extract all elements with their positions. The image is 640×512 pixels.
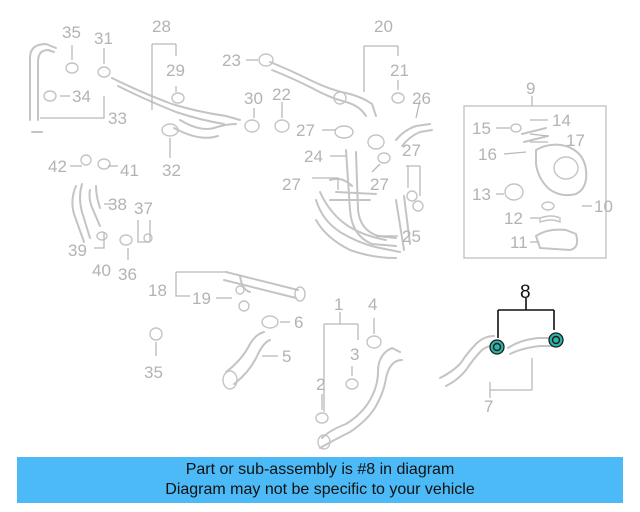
callout-24: 24 (304, 147, 323, 166)
hose-clamp-left[interactable] (489, 339, 505, 355)
callout-10: 10 (594, 197, 613, 216)
part-pipes-38-42 (70, 154, 153, 260)
highlighted-part-8[interactable] (489, 298, 564, 355)
callout-40: 40 (92, 261, 111, 280)
callout-5: 5 (282, 347, 291, 366)
callout-16: 16 (478, 145, 497, 164)
callout-35-top: 35 (62, 23, 81, 42)
callout-12: 12 (504, 209, 523, 228)
callout-3: 3 (350, 345, 359, 364)
callout-6: 6 (294, 313, 303, 332)
callout-34: 34 (72, 87, 91, 106)
callout-19: 19 (192, 289, 211, 308)
callout-21: 21 (390, 61, 409, 80)
callout-1: 1 (334, 295, 343, 314)
callout-8-highlighted[interactable]: 8 (520, 282, 531, 303)
callout-27-c: 27 (370, 175, 389, 194)
callout-18: 18 (148, 281, 167, 300)
callout-30: 30 (244, 89, 263, 108)
callout-20: 20 (374, 17, 393, 36)
callout-23: 23 (222, 51, 241, 70)
part-clamps-22-30 (244, 102, 290, 133)
callout-39: 39 (68, 241, 87, 260)
callout-7: 7 (484, 397, 493, 416)
callout-9: 9 (526, 79, 535, 98)
callout-31: 31 (94, 29, 113, 48)
callout-27-d: 27 (402, 141, 421, 160)
callout-27-a: 27 (296, 121, 315, 140)
callout-41: 41 (120, 161, 139, 180)
parts-diagram: 35 31 28 29 34 33 32 23 30 22 20 21 26 2… (29, 17, 613, 450)
callout-13: 13 (472, 185, 491, 204)
part-assembly-9 (463, 96, 607, 259)
callout-15: 15 (472, 119, 491, 138)
callout-28: 28 (152, 17, 171, 36)
banner-line-2: Diagram may not be specific to your vehi… (165, 481, 475, 498)
callout-22: 22 (272, 85, 291, 104)
part-hose-20 (246, 45, 433, 147)
callout-11: 11 (510, 233, 528, 252)
info-banner: Part or sub-assembly is #8 in diagram Di… (17, 457, 623, 503)
callout-17: 17 (566, 131, 585, 150)
part-pipes-25 (312, 125, 424, 259)
callout-33: 33 (108, 109, 127, 128)
hose-clamp-right[interactable] (548, 332, 564, 348)
callout-27-b: 27 (282, 175, 301, 194)
callout-42: 42 (48, 157, 67, 176)
callout-4: 4 (368, 295, 377, 314)
banner-line-1: Part or sub-assembly is #8 in diagram (185, 461, 455, 478)
part-pipe-18 (149, 271, 306, 390)
callout-37: 37 (134, 199, 153, 218)
callout-14: 14 (552, 111, 571, 130)
callout-labels: 35 31 28 29 34 33 32 23 30 22 20 21 26 2… (48, 17, 613, 416)
part-hose-28 (111, 43, 241, 158)
part-hose-1 (315, 312, 403, 450)
part-group-31-35 (29, 43, 111, 133)
callout-38: 38 (108, 195, 127, 214)
callout-25: 25 (402, 227, 421, 246)
callout-32: 32 (162, 161, 181, 180)
callout-26: 26 (412, 89, 431, 108)
callout-29: 29 (166, 61, 185, 80)
callout-35-bottom: 35 (144, 363, 163, 382)
callout-36: 36 (118, 265, 137, 284)
callout-2: 2 (316, 375, 325, 394)
